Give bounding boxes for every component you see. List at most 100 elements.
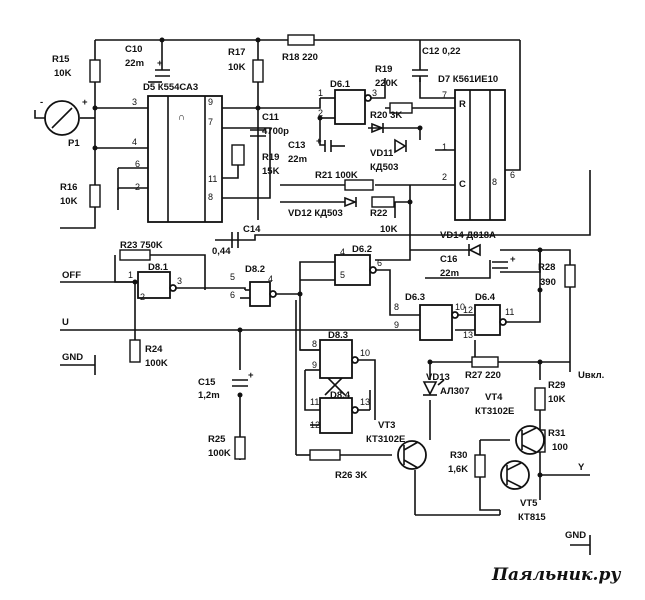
svg-text:1: 1 xyxy=(128,270,133,280)
label-vd11: VD11 xyxy=(370,148,394,159)
resistor-r15 xyxy=(89,59,101,83)
label-r19: R19 xyxy=(375,64,392,75)
svg-text:1: 1 xyxy=(318,88,323,98)
label-off: OFF xyxy=(62,270,81,281)
label-r31-value: 100 xyxy=(552,442,568,453)
resistor-r20 xyxy=(389,102,413,114)
label-d64: D6.4 xyxy=(475,292,496,303)
label-r27: R27 220 xyxy=(465,370,501,381)
label-r25: R25 xyxy=(208,434,226,445)
label-gnd2: GND xyxy=(565,530,586,541)
label-r30-value: 1,6K xyxy=(448,464,468,475)
label-c15: C15 xyxy=(198,377,216,388)
svg-text:3: 3 xyxy=(177,276,182,286)
label-c13-value: 22m xyxy=(288,154,307,165)
capacitor-c14 xyxy=(231,232,239,248)
label-d83: D8.3 xyxy=(328,330,348,341)
label-d63: D6.3 xyxy=(405,292,425,303)
transistor-vt4 xyxy=(515,425,545,455)
label-d7: D7 К561ИЕ10 xyxy=(438,74,498,85)
svg-text:6: 6 xyxy=(230,290,235,300)
svg-text:4: 4 xyxy=(132,137,137,147)
label-r30: R30 xyxy=(450,450,467,461)
label-r15-value: 10K xyxy=(54,68,72,79)
svg-text:7: 7 xyxy=(208,117,213,127)
svg-text:11: 11 xyxy=(310,397,319,407)
svg-text:+: + xyxy=(157,58,163,69)
resistor-r26 xyxy=(309,449,341,461)
gate-d63 xyxy=(419,304,459,341)
capacitor-c15: + xyxy=(232,370,254,387)
svg-text:9: 9 xyxy=(312,360,317,370)
label-d84: D8.4 xyxy=(330,390,351,401)
svg-text:C: C xyxy=(459,179,466,190)
label-r25-value: 100K xyxy=(208,448,231,459)
label-r17-value: 10K xyxy=(228,62,246,73)
resistor-r29 xyxy=(534,387,546,411)
watermark-text: Паяльник.ру xyxy=(491,565,621,585)
label-vt5-value: КТ815 xyxy=(518,512,546,523)
svg-text:6: 6 xyxy=(135,159,140,169)
label-r19b-value: 15K xyxy=(262,166,280,177)
svg-text:8: 8 xyxy=(492,177,497,187)
svg-text:8: 8 xyxy=(394,302,399,312)
label-r29: R29 xyxy=(548,380,565,391)
transistor-vt5 xyxy=(500,460,530,490)
label-c12: C12 0,22 xyxy=(422,46,461,57)
label-r16-value: 10K xyxy=(60,196,78,207)
svg-text:-: - xyxy=(40,97,43,108)
diode-vd13 xyxy=(422,379,445,396)
svg-text:10: 10 xyxy=(455,302,465,312)
label-r20: R20 3K xyxy=(370,110,402,121)
gate-d61 xyxy=(334,89,372,125)
label-r18: R18 220 xyxy=(282,52,318,63)
wiring xyxy=(34,39,591,546)
label-c15-value: 1,2m xyxy=(198,390,220,401)
svg-text:+: + xyxy=(510,254,516,265)
pin-numbers: 3 4 6 2 9 7 11 8 1 2 3 7 1 2 8 6 4 5 6 1… xyxy=(128,88,515,430)
resistor-r23 xyxy=(119,249,151,261)
label-r31: R31 xyxy=(548,428,566,439)
diode-vd12 xyxy=(344,196,358,208)
label-r17: R17 xyxy=(228,47,245,58)
svg-text:2: 2 xyxy=(318,108,323,118)
resistor-r22 xyxy=(371,196,395,208)
svg-text:+: + xyxy=(316,136,322,147)
component-labels: R15 10K C10 22m D5 К554СА3 R17 10K R18 2… xyxy=(52,44,604,541)
label-r28-value: 390 xyxy=(540,277,556,288)
svg-text:10: 10 xyxy=(360,348,370,358)
diode-vd14 xyxy=(468,243,481,257)
ic-d7: R C xyxy=(454,89,506,221)
label-uvkl: Uвкл. xyxy=(578,370,604,381)
svg-text:7: 7 xyxy=(442,90,447,100)
label-c10-value: 22m xyxy=(125,58,144,69)
label-vt4: VT4 xyxy=(485,392,503,403)
label-r23: R23 750K xyxy=(120,240,163,251)
resistor-r17 xyxy=(252,59,264,83)
label-r19b: R19 xyxy=(262,152,279,163)
resistor-r18 xyxy=(287,34,315,46)
capacitor-c12 xyxy=(412,69,428,82)
resistor-r25 xyxy=(234,436,246,460)
capacitor-c13: + xyxy=(316,136,345,152)
label-c14-value: 0,44 xyxy=(212,246,231,257)
label-c11: C11 xyxy=(262,112,280,123)
label-r29-value: 10K xyxy=(548,394,566,405)
svg-text:R: R xyxy=(459,99,466,110)
label-vt3: VT3 xyxy=(378,420,395,431)
svg-text:+: + xyxy=(82,97,88,108)
svg-text:9: 9 xyxy=(208,97,213,107)
label-y: Y xyxy=(578,462,585,473)
label-c11-value: 4700p xyxy=(262,126,289,137)
svg-text:8: 8 xyxy=(312,339,317,349)
svg-text:12: 12 xyxy=(310,420,320,430)
svg-text:4: 4 xyxy=(268,274,273,284)
svg-text:12: 12 xyxy=(463,305,473,315)
label-c14: C14 xyxy=(243,224,261,235)
label-r21: R21 100K xyxy=(315,170,358,181)
label-vd13: VD13 xyxy=(426,372,450,383)
label-c10: C10 xyxy=(125,44,142,55)
transistor-vt3 xyxy=(397,440,427,470)
meter-p1: - + xyxy=(40,97,88,136)
svg-text:3: 3 xyxy=(372,88,377,98)
